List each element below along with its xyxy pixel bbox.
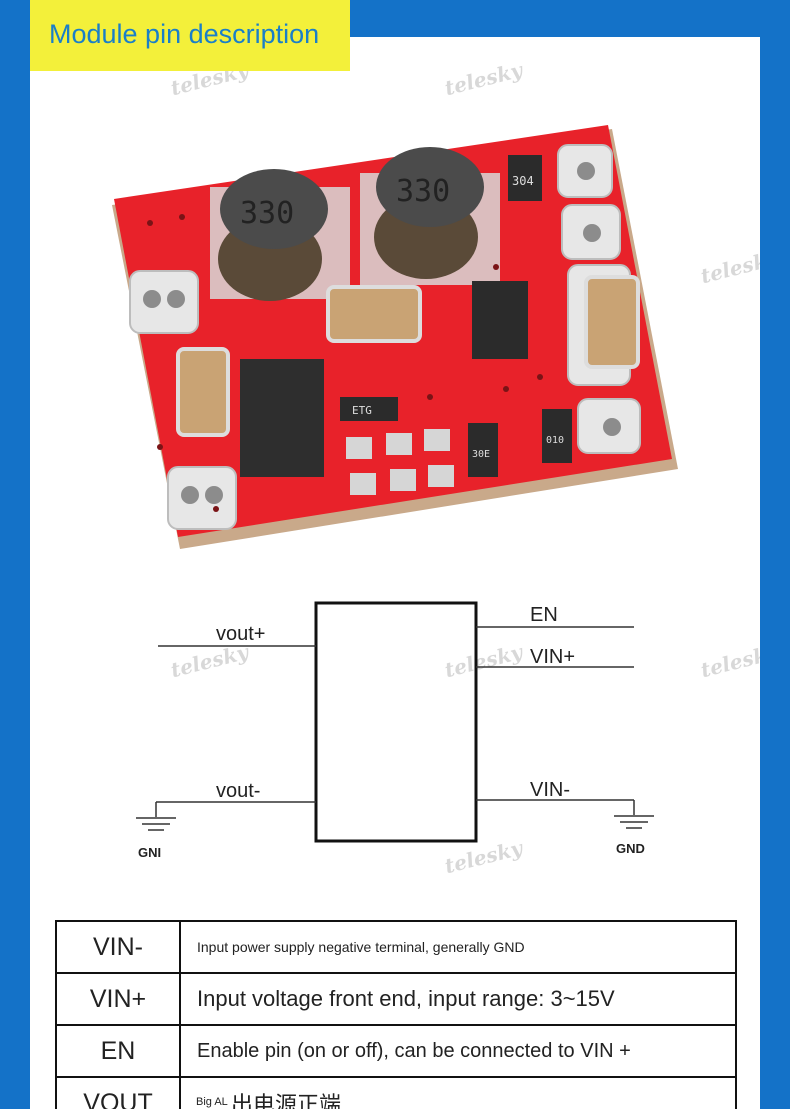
inductor-right: 330 <box>360 147 500 285</box>
resistor-1-code: ETG <box>352 404 372 417</box>
table-cell-description: Enable pin (on or off), can be connected… <box>179 1024 737 1078</box>
table-cell-pin: VIN- <box>55 920 181 974</box>
ceramic-capacitor-left <box>176 347 230 437</box>
regulator-ic <box>472 281 528 359</box>
ground-label-left: GNI <box>138 845 161 860</box>
pin-description-table: VIN- Input power supply negative termina… <box>55 920 737 1109</box>
table-cell-pin: VOUT <box>55 1076 181 1109</box>
pin-label-vin-minus: VIN- <box>530 779 570 801</box>
table-cell-description: Input power supply negative terminal, ge… <box>179 920 737 974</box>
ceramic-capacitor-center <box>326 285 422 343</box>
smd-capacitor-code: 304 <box>512 174 534 188</box>
table-row: EN Enable pin (on or off), can be connec… <box>55 1024 737 1078</box>
resistor-2-code: 30E <box>472 449 490 460</box>
table-row: VIN- Input power supply negative termina… <box>55 920 737 974</box>
pin-label-vout-plus: vout+ <box>216 623 265 645</box>
table-row: VOUT 出电源正端 <box>55 1076 737 1109</box>
resistor-2 <box>468 423 498 477</box>
inductor-right-label: 330 <box>396 174 450 209</box>
page-title: Module pin description <box>49 19 320 49</box>
content-panel: 330 330 304 ETG 30E 010 <box>30 37 760 1109</box>
table-cell-pin: EN <box>55 1024 181 1078</box>
title-banner: Module pin description <box>30 0 350 71</box>
ceramic-capacitor-right <box>584 275 640 369</box>
inductor-left-label: 330 <box>240 196 294 231</box>
footer-note: Big AL <box>196 1096 228 1108</box>
resistor-3-code: 010 <box>546 435 564 446</box>
ground-symbol-left-icon <box>136 817 176 831</box>
pin-label-vin-plus: VIN+ <box>530 646 575 668</box>
table-row: VIN+ Input voltage front end, input rang… <box>55 972 737 1026</box>
module-block <box>314 601 478 843</box>
pin-schematic: vout+ vout- EN VIN+ VIN- GNI GND <box>136 601 654 860</box>
table-cell-description: Input voltage front end, input range: 3~… <box>179 972 737 1026</box>
pin-label-vout-minus: vout- <box>216 780 260 802</box>
inductor-left: 330 <box>210 169 350 301</box>
pad-left-top <box>129 270 199 334</box>
pad-left-bottom <box>167 466 237 530</box>
pcb-module-photo: 330 330 304 ETG 30E 010 <box>112 125 678 549</box>
table-cell-description: 出电源正端 <box>179 1076 737 1109</box>
table-cell-pin: VIN+ <box>55 972 181 1026</box>
pin-label-en: EN <box>530 604 558 626</box>
resistor-1 <box>340 397 398 421</box>
ground-symbol-right-icon <box>614 815 654 829</box>
ground-label-right: GND <box>616 841 645 856</box>
smd-capacitor-top <box>508 155 542 201</box>
schottky-diode <box>240 359 324 477</box>
resistor-3 <box>542 409 572 463</box>
